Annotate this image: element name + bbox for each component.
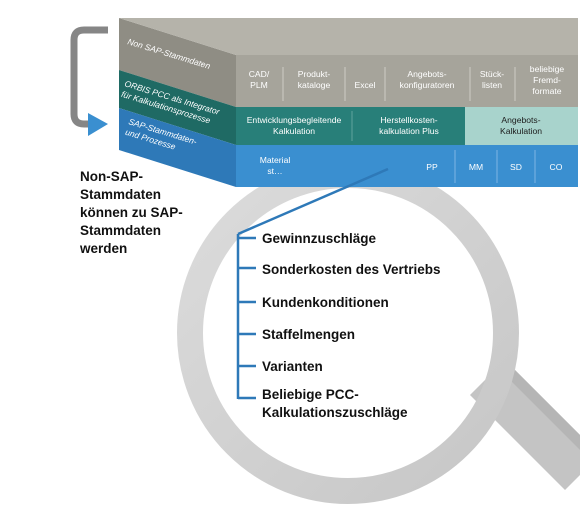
angebotskalkulation-highlight bbox=[465, 107, 578, 145]
item-pcc-zuschlaege: Beliebige PCC- Kalkulationszuschläge bbox=[262, 387, 408, 420]
layer-top-face bbox=[236, 55, 578, 107]
cell-angebotskonfiguratoren: Angebots-konfiguratoren bbox=[400, 69, 455, 90]
cell-herstellkosten: Herstellkosten-kalkulation Plus bbox=[379, 115, 439, 136]
item-staffelmengen: Staffelmengen bbox=[262, 327, 355, 342]
layer-bottom-side bbox=[119, 108, 236, 187]
layer-top-side bbox=[119, 18, 236, 107]
conversion-arrow bbox=[70, 26, 108, 128]
layer-bottom-face bbox=[236, 145, 578, 187]
layer-middle-side bbox=[119, 70, 236, 145]
cell-mm: MM bbox=[469, 162, 483, 172]
layer-top-roof bbox=[119, 18, 578, 55]
cell-produktkataloge: Produkt-kataloge bbox=[298, 69, 331, 90]
item-gewinnzuschlaege: Gewinnzuschläge bbox=[262, 231, 377, 246]
item-varianten: Varianten bbox=[262, 359, 323, 374]
callout-ticks bbox=[238, 236, 256, 400]
cell-excel: Excel bbox=[354, 80, 375, 90]
cell-cad: CAD/PLM bbox=[249, 69, 270, 90]
top-cells: CAD/PLM Produkt-kataloge Excel Angebots-… bbox=[249, 64, 565, 96]
callout-line bbox=[237, 167, 389, 236]
conversion-arrow-head bbox=[88, 113, 108, 136]
note-text: Non-SAP- Stammdaten können zu SAP- Stamm… bbox=[79, 169, 187, 256]
cell-pp: PP bbox=[426, 162, 438, 172]
item-kundenkonditionen: Kundenkonditionen bbox=[262, 295, 389, 310]
cell-stuecklisten: Stück-listen bbox=[480, 69, 504, 90]
cell-angebotskalkulation: Angebots-Kalkulation bbox=[500, 115, 542, 136]
cell-sd: SD bbox=[510, 162, 522, 172]
cell-co: CO bbox=[550, 162, 563, 172]
item-sonderkosten: Sonderkosten des Vertriebs bbox=[262, 262, 441, 277]
